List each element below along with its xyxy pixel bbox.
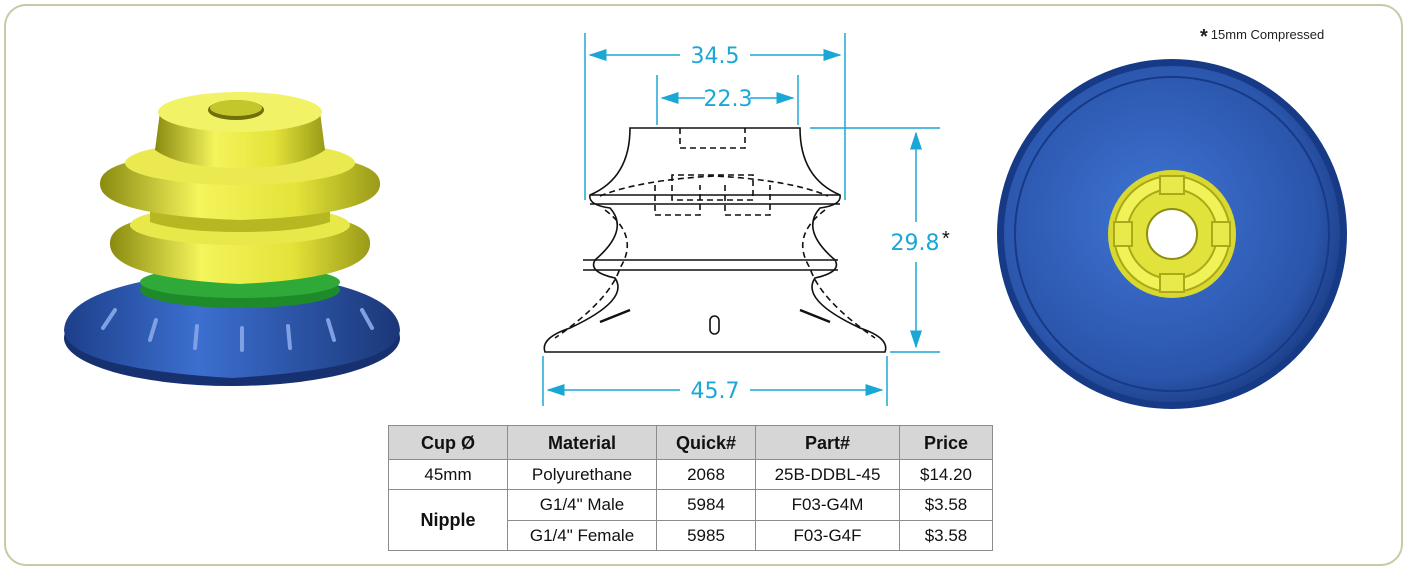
table-header-row: Cup Ø Material Quick# Part# Price — [388, 425, 993, 460]
cell-material: G1/4" Female — [507, 519, 657, 552]
cell-price: $14.20 — [899, 458, 993, 491]
cell-material: Polyurethane — [507, 458, 657, 491]
table-row: G1/4" Female 5985 F03-G4F $3.58 — [389, 519, 993, 552]
cell-part-number: F03-G4M — [755, 489, 900, 521]
cell-price: $3.58 — [899, 489, 993, 521]
cell-price: $3.58 — [899, 519, 993, 552]
dimension-base-width: 45.7 — [691, 379, 740, 404]
pricing-table: Cup Ø Material Quick# Part# Price 45mm P… — [388, 425, 993, 552]
cell-cup-diameter: 45mm — [388, 458, 508, 491]
header-part-number: Part# — [755, 425, 900, 460]
cup-bottom-view — [997, 59, 1347, 409]
cell-part-number: F03-G4F — [755, 519, 900, 552]
technical-drawing — [543, 127, 887, 353]
footnote-marker: * — [1200, 26, 1208, 48]
dimension-height-marker: * — [942, 228, 950, 250]
footnote: *15mm Compressed — [1200, 26, 1324, 49]
dimension-inner-width: 22.3 — [704, 87, 753, 112]
dimension-top-width: 34.5 — [691, 44, 740, 69]
footnote-text: 15mm Compressed — [1210, 27, 1325, 42]
cell-quick-number: 5984 — [656, 489, 756, 521]
cell-quick-number: 2068 — [656, 458, 756, 491]
header-cup-diameter: Cup Ø — [388, 425, 508, 460]
cell-part-number: 25B-DDBL-45 — [755, 458, 900, 491]
cell-material: G1/4" Male — [507, 489, 657, 521]
cell-nipple-group: Nipple — [388, 489, 508, 551]
header-quick-number: Quick# — [656, 425, 756, 460]
header-material: Material — [507, 425, 657, 460]
dimension-height: 29.8 — [891, 231, 940, 256]
cup-3d-view — [64, 92, 400, 386]
header-price: Price — [899, 425, 993, 460]
table-row: 45mm Polyurethane 2068 25B-DDBL-45 $14.2… — [388, 458, 993, 491]
cell-quick-number: 5985 — [656, 519, 756, 552]
table-row: Nipple G1/4" Male 5984 F03-G4M $3.58 — [388, 489, 993, 551]
dimension-lines — [542, 33, 940, 406]
